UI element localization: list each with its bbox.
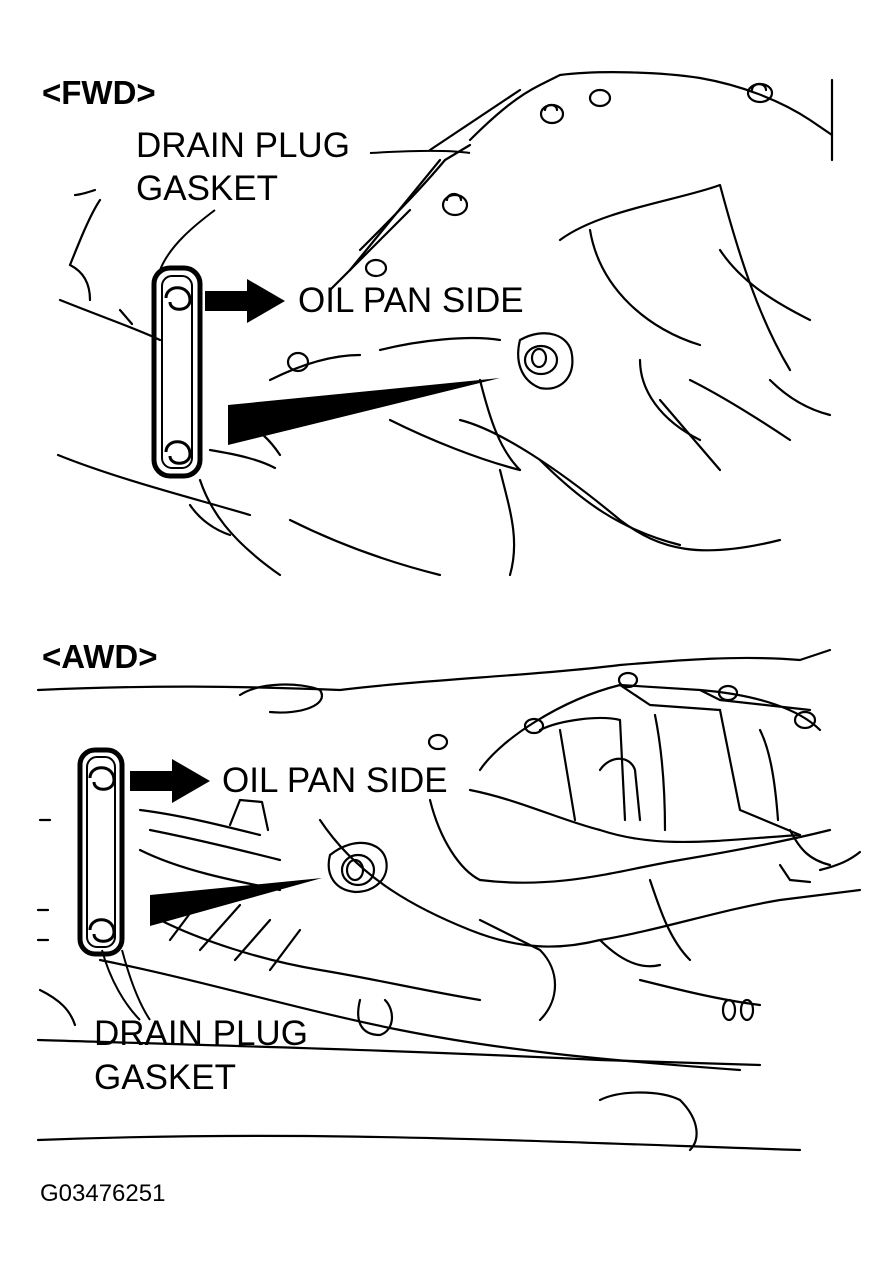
fwd-oil-pan-side-label: OIL PAN SIDE <box>298 281 524 320</box>
gasket-icon <box>148 262 208 482</box>
fwd-drain-plug-label: DRAIN PLUG <box>136 126 350 165</box>
fwd-title: <FWD> <box>42 74 156 111</box>
fwd-oil-pan-drawing <box>0 0 871 600</box>
fwd-figure: <FWD> DRAIN PLUG GASKET OIL PAN SIDE <box>0 0 871 600</box>
awd-oil-pan-side-label: OIL PAN SIDE <box>222 761 448 800</box>
fwd-gasket-label: GASKET <box>136 169 278 208</box>
arrow-right-icon <box>205 279 285 323</box>
arrow-right-icon <box>130 759 210 803</box>
awd-oil-pan-drawing <box>0 620 871 1180</box>
gasket-icon <box>74 744 130 962</box>
awd-title: <AWD> <box>42 638 158 675</box>
awd-gasket-label: GASKET <box>94 1058 236 1097</box>
awd-drain-plug-label: DRAIN PLUG <box>94 1014 308 1053</box>
awd-figure: <AWD> OIL PAN SIDE DRAIN PLUG GASKET <box>0 620 871 1180</box>
fwd-pointer-wedge <box>228 378 500 445</box>
awd-pointer-wedge <box>150 878 322 926</box>
figure-id: G03476251 <box>40 1180 166 1207</box>
